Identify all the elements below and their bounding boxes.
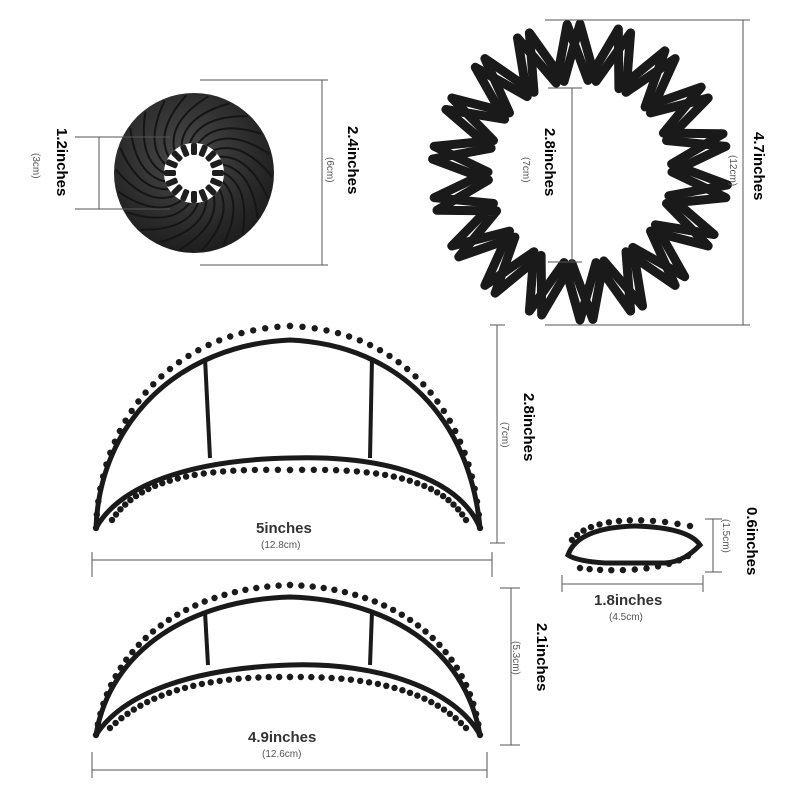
dimension-lines <box>75 19 750 778</box>
small-bun-outer-cm-label: (6cm) <box>322 157 340 183</box>
large-bun-inner-inches: 2.8inches <box>541 128 558 197</box>
small-bump-comb-image <box>565 517 704 574</box>
large-comb-height-inches: 2.8inches <box>520 393 537 462</box>
large-comb-height-cm: (7cm) <box>499 422 510 448</box>
small-comb-height-label: 0.6inches <box>742 507 760 575</box>
large-bump-comb-image <box>92 322 484 532</box>
large-bun-outer-inches: 4.7inches <box>750 132 767 201</box>
medium-bump-comb-image <box>92 581 484 739</box>
large-comb-width-cm: (12.8cm) <box>261 540 301 551</box>
small-comb-height-cm: (1.5cm) <box>720 519 731 553</box>
small-bun-inner-label: 1.2inches <box>52 128 70 196</box>
medium-comb-width-inches: 4.9inches <box>248 729 317 746</box>
small-comb-height-cm-label: (1.5cm) <box>718 519 736 553</box>
large-bun-inner-cm-label: (7cm) <box>518 157 536 183</box>
large-bun-maker-image <box>428 19 732 325</box>
small-bun-inner-inches: 1.2inches <box>53 128 70 197</box>
large-bun-inner-cm: (7cm) <box>520 157 531 183</box>
small-bun-outer-cm: (6cm) <box>324 157 335 183</box>
medium-comb-height-cm: (5.3cm) <box>510 641 521 675</box>
medium-comb-height-inches: 2.1inches <box>533 623 550 692</box>
medium-comb-height-label: 2.1inches <box>532 623 550 691</box>
large-bun-outer-cm: (12cm) <box>727 155 738 187</box>
small-bun-inner-cm: (3cm) <box>30 153 41 179</box>
small-bun-outer-inches: 2.4inches <box>344 126 361 195</box>
small-comb-height-inches: 0.6inches <box>743 507 760 576</box>
small-comb-width-inches: 1.8inches <box>594 592 663 609</box>
large-comb-height-label: 2.8inches <box>519 393 537 461</box>
large-comb-height-cm-label: (7cm) <box>497 422 515 448</box>
medium-comb-height-cm-label: (5.3cm) <box>508 641 526 675</box>
small-bun-maker-image <box>114 93 274 253</box>
large-bun-outer-label: 4.7inches <box>749 132 767 200</box>
medium-comb-width-cm: (12.6cm) <box>262 749 302 760</box>
large-comb-width-inches: 5inches <box>256 520 312 537</box>
small-comb-width-cm: (4.5cm) <box>609 612 643 623</box>
small-bun-outer-label: 2.4inches <box>343 126 361 194</box>
large-bun-inner-label: 2.8inches <box>540 128 558 196</box>
small-bun-inner-cm-label: (3cm) <box>28 153 46 179</box>
large-bun-outer-cm-label: (12cm) <box>725 155 743 186</box>
